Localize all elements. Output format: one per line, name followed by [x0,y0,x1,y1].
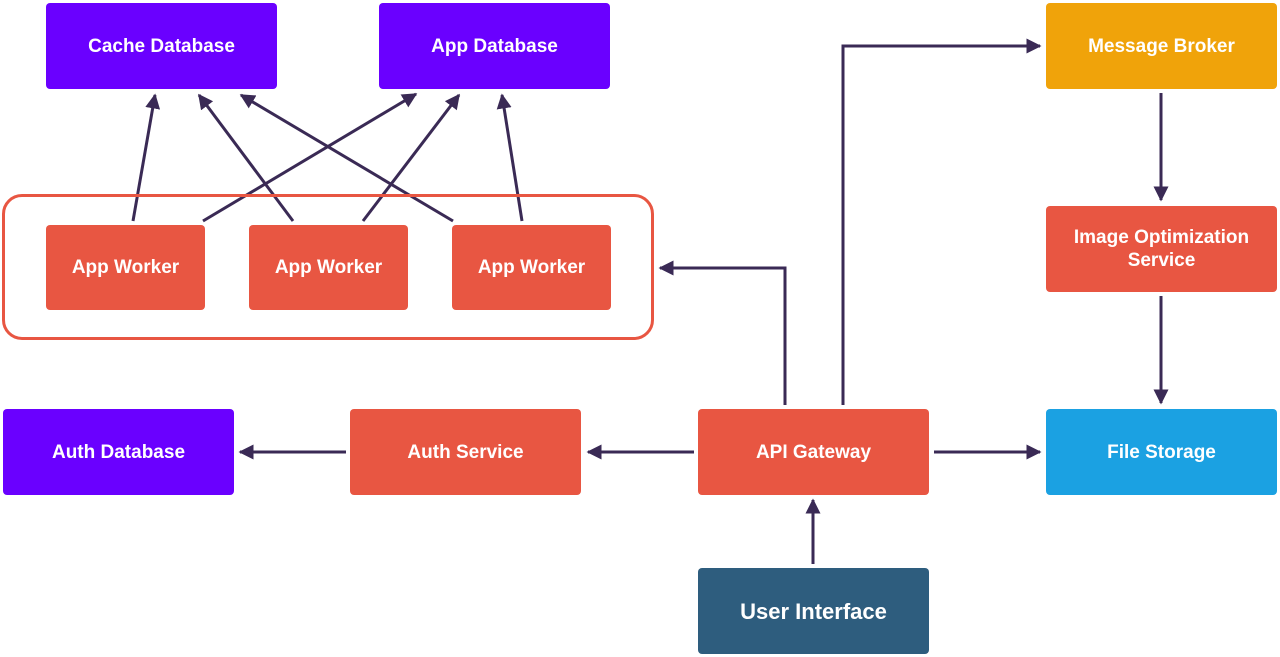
image-optimization-service-node[interactable]: Image Optimization Service [1046,206,1277,292]
edge-gateway-to-broker [841,38,1042,405]
app-worker-node-3[interactable]: App Worker [452,225,611,310]
cache-database-node[interactable]: Cache Database [46,3,277,89]
api-gateway-node[interactable]: API Gateway [698,409,929,495]
app-worker-label-2: App Worker [274,257,383,278]
app-worker-node-1[interactable]: App Worker [46,225,205,310]
auth-database-node[interactable]: Auth Database [3,409,234,495]
user-interface-node[interactable]: User Interface [698,568,929,654]
app-worker-group [2,194,654,340]
edge-worker3-to-cache-db [239,93,454,223]
app-worker-label-1: App Worker [71,257,180,278]
edge-worker1-to-app-db [202,92,418,223]
edge-worker2-to-app-db [361,93,461,222]
app-database-label: App Database [431,35,558,57]
file-storage-node[interactable]: File Storage [1046,409,1277,495]
app-worker-label-3: App Worker [477,257,586,278]
edge-worker3-to-app-db [496,93,524,222]
api-gateway-label: API Gateway [755,441,872,463]
image-optimization-service-label: Image Optimization Service [1073,227,1250,271]
message-broker-label: Message Broker [1088,35,1235,57]
edge-worker1-to-cache-db [131,93,161,222]
edge-worker2-to-cache-db [197,93,295,222]
app-database-node[interactable]: App Database [379,3,610,89]
cache-database-label: Cache Database [88,35,235,57]
auth-database-label: Auth Database [51,441,186,463]
user-interface-label: User Interface [740,598,887,624]
message-broker-node[interactable]: Message Broker [1046,3,1277,89]
edge-gateway-to-workers [658,260,787,405]
app-worker-node-2[interactable]: App Worker [249,225,408,310]
file-storage-label: File Storage [1107,441,1216,463]
auth-service-label: Auth Service [407,441,524,463]
auth-service-node[interactable]: Auth Service [350,409,581,495]
